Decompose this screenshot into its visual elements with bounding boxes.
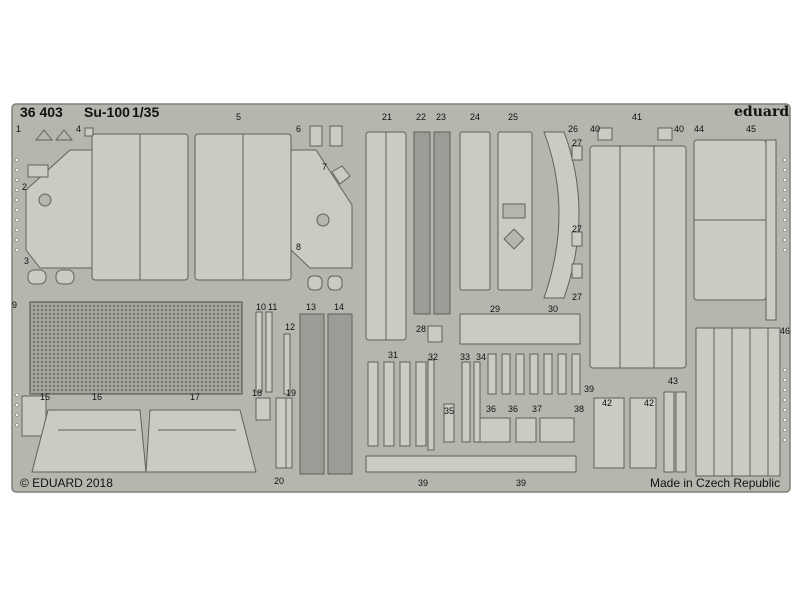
part-number-label: 24 — [470, 112, 480, 122]
part-group-26-27 — [543, 131, 583, 299]
model-name: Su-100 — [84, 104, 130, 120]
part-16-plate — [31, 409, 147, 473]
copyright-text: © EDUARD 2018 — [20, 476, 113, 490]
part-number-label: 44 — [694, 124, 704, 134]
part-number-label: 30 — [548, 304, 558, 314]
part-4-hinge — [84, 127, 94, 137]
part-17-plate — [145, 409, 257, 473]
part-group-40-43 — [593, 391, 687, 473]
part-group-tabs — [34, 129, 244, 280]
part-group-small-28-39 — [365, 313, 581, 473]
part-number-label: 45 — [746, 124, 756, 134]
part-6-plate — [290, 149, 353, 269]
part-number-label: 27 — [572, 292, 582, 302]
part-group-24-25 — [459, 131, 533, 291]
part-number-label: 2 — [22, 182, 27, 192]
part-number-label: 34 — [476, 352, 486, 362]
part-number-label: 18 — [252, 388, 262, 398]
part-number-label: 6 — [296, 124, 301, 134]
part-number-label: 32 — [428, 352, 438, 362]
part-number-label: 41 — [632, 112, 642, 122]
part-number-label: 3 — [24, 256, 29, 266]
part-group-lower-left — [21, 395, 257, 473]
part-group-22-23 — [413, 131, 451, 315]
part-number-label: 12 — [285, 322, 295, 332]
part-number-label: 5 — [236, 112, 241, 122]
part-number-label: 27 — [572, 224, 582, 234]
part-number-label: 39 — [584, 384, 594, 394]
part-number-label: 36 — [508, 404, 518, 414]
part-number-label: 15 — [40, 392, 50, 402]
part-number-label: 33 — [460, 352, 470, 362]
part-number-label: 25 — [508, 112, 518, 122]
part-number-label: 27 — [572, 138, 582, 148]
part-number-label: 8 — [296, 242, 301, 252]
part-9-mesh-screen — [29, 301, 243, 395]
part-number-label: 21 — [382, 112, 392, 122]
part-2-bracket — [27, 164, 49, 178]
part-number-label: 42 — [602, 398, 612, 408]
part-number-label: 17 — [190, 392, 200, 402]
scale-label: 1/35 — [132, 104, 160, 120]
part-number-label: 46 — [780, 326, 790, 336]
part-number-label: 31 — [388, 350, 398, 360]
part-group-strips-10-12 — [255, 311, 293, 469]
catalog-number: 36 403 — [20, 104, 63, 120]
part-number-label: 28 — [416, 324, 426, 334]
part-number-label: 7 — [322, 162, 327, 172]
part-number-label: 43 — [668, 376, 678, 386]
part-number-label: 29 — [490, 304, 500, 314]
part-number-label: 14 — [334, 302, 344, 312]
part-number-label: 1 — [16, 124, 21, 134]
part-number-label: 40 — [674, 124, 684, 134]
part-number-label: 22 — [416, 112, 426, 122]
part-group-ladders-13-14 — [299, 313, 353, 475]
part-number-label: 9 — [12, 300, 17, 310]
part-number-label: 16 — [92, 392, 102, 402]
part-number-label: 39 — [418, 478, 428, 488]
part-group-46 — [695, 327, 781, 477]
part-number-label: 19 — [286, 388, 296, 398]
part-number-label: 36 — [486, 404, 496, 414]
brand-logo-text: eduard — [734, 104, 790, 120]
part-number-label: 38 — [574, 404, 584, 414]
part-group-41 — [589, 127, 687, 369]
part-number-label: 4 — [76, 124, 81, 134]
part-number-label: 42 — [644, 398, 654, 408]
part-number-label: 37 — [532, 404, 542, 414]
origin-text: Made in Czech Republic — [650, 476, 781, 490]
part-group-21 — [365, 131, 407, 341]
part-number-label: 35 — [444, 406, 454, 416]
fret-edge-holes — [15, 158, 787, 442]
part-number-label: 26 — [568, 124, 578, 134]
part-number-label: 11 — [268, 302, 277, 312]
part-group-44-45 — [693, 139, 777, 321]
part-number-label: 20 — [274, 476, 284, 486]
part-number-label: 23 — [436, 112, 446, 122]
part-number-label: 40 — [590, 124, 600, 134]
part-number-label: 10 — [256, 302, 266, 312]
part-number-label: 13 — [306, 302, 316, 312]
part-number-label: 39 — [516, 478, 526, 488]
